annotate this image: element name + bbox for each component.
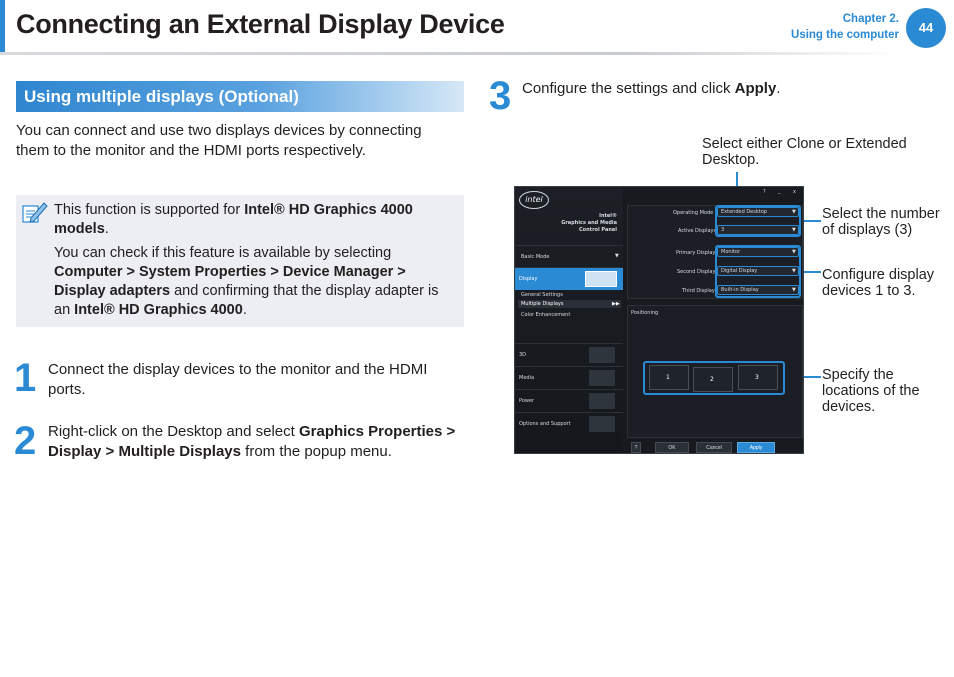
product-name: Intel® Graphics and Media Control Panel — [561, 213, 617, 233]
active-displays-value: 3 — [721, 227, 725, 233]
nav-media-label: Media — [519, 375, 535, 381]
monitor-1[interactable]: 1 — [649, 365, 689, 390]
primary-display-value: Monitor — [721, 249, 741, 255]
nav-media[interactable]: Media — [515, 366, 623, 389]
close-button[interactable]: x — [793, 189, 796, 195]
second-display-label: Second Display — [677, 269, 716, 275]
callout-positioning: Specify the locations of the devices. — [822, 367, 920, 415]
page-title: Connecting an External Display Device — [16, 9, 505, 39]
second-display-value: Digital Display — [721, 268, 758, 274]
intro-paragraph: You can connect and use two displays dev… — [16, 122, 422, 159]
operating-mode-dropdown[interactable]: Extended Desktop ▼ — [717, 207, 799, 217]
primary-display-dropdown[interactable]: Monitor ▼ — [717, 247, 799, 257]
monitor-1-label: 1 — [666, 374, 670, 381]
chevron-down-icon: ▼ — [792, 287, 796, 293]
callout-line-2 — [797, 220, 821, 222]
note-text-1: This function is supported for Intel® HD… — [54, 202, 413, 237]
second-display-dropdown[interactable]: Digital Display ▼ — [717, 266, 799, 276]
nav-display-label: Display — [519, 276, 538, 282]
media-icon — [589, 370, 615, 386]
note-text-2: You can check if this feature is availab… — [54, 245, 439, 318]
help-button[interactable]: ? — [763, 189, 766, 195]
monitor-2[interactable]: 2 — [693, 367, 733, 392]
chevron-down-icon: ▼ — [792, 227, 796, 233]
step-1-number: 1 — [14, 356, 37, 400]
step-2-text: Right-click on the Desktop and select Gr… — [48, 423, 456, 460]
display-monitor-icon — [585, 271, 617, 287]
3d-icon — [589, 347, 615, 363]
chevron-down-icon: ▼ — [792, 249, 796, 255]
callout-active-displays: Select the number of displays (3) — [822, 206, 940, 238]
subnav-general-settings[interactable]: General Settings — [521, 292, 563, 298]
nav-options-support[interactable]: Options and Support — [515, 412, 623, 435]
nav-3d[interactable]: 3D — [515, 343, 623, 366]
operating-mode-value: Extended Desktop — [721, 209, 767, 215]
highlight-display-devices — [715, 245, 801, 298]
active-displays-dropdown[interactable]: 3▼ — [717, 225, 799, 235]
monitor-3-label: 3 — [755, 374, 759, 381]
nav-options-support-label: Options and Support — [519, 421, 571, 427]
chapter-label: Chapter 2. Using the computer — [791, 11, 899, 43]
basic-mode-label: Basic Mode — [521, 254, 550, 260]
primary-display-label: Primary Display — [676, 250, 716, 256]
step-2-number: 2 — [14, 419, 37, 463]
page-number-badge: 44 — [906, 8, 946, 48]
chevron-down-icon: ▼ — [615, 253, 619, 259]
step-1-text: Connect the display devices to the monit… — [48, 361, 428, 398]
chapter-name: Using the computer — [791, 29, 899, 41]
header-accent-bar — [0, 0, 5, 52]
chapter-number: Chapter 2. — [842, 13, 899, 25]
chevron-right-icon: ▶▶ — [612, 301, 620, 307]
highlight-mode-and-count — [715, 205, 801, 237]
operating-mode-label: Operating Mode — [673, 210, 714, 216]
active-displays-label: Active Displays — [678, 228, 717, 234]
apply-button[interactable]: Apply — [737, 442, 775, 453]
highlight-positioning — [643, 361, 785, 395]
cancel-button[interactable]: Cancel — [696, 442, 732, 453]
subnav-color-enhancement[interactable]: Color Enhancement — [521, 312, 571, 318]
nav-power-label: Power — [519, 398, 535, 404]
step-3-number: 3 — [489, 74, 512, 118]
nav-power[interactable]: Power — [515, 389, 623, 412]
control-panel-screenshot: ? _ x intel Intel® Graphics and Media Co… — [514, 186, 804, 454]
ok-button[interactable]: OK — [655, 442, 689, 453]
power-icon — [589, 393, 615, 409]
intel-logo: intel — [519, 191, 549, 209]
nav-display[interactable]: Display — [515, 267, 623, 290]
section-title: Using multiple displays (Optional) — [24, 87, 299, 106]
third-display-value: Built-in Display — [721, 287, 759, 293]
chevron-down-icon: ▼ — [792, 209, 796, 215]
note-box — [16, 195, 464, 327]
positioning-label: Positioning — [631, 310, 659, 316]
basic-mode-select[interactable]: Basic Mode ▼ — [515, 245, 623, 268]
minimize-button[interactable]: _ — [778, 188, 781, 194]
third-display-dropdown[interactable]: Built-in Display ▼ — [717, 285, 799, 295]
header-divider — [0, 52, 900, 55]
chevron-down-icon: ▼ — [792, 268, 796, 274]
nav-3d-label: 3D — [519, 352, 527, 358]
step-3-text: Configure the settings and click Apply. — [522, 80, 781, 97]
subnav-multiple-displays[interactable]: Multiple Displays — [521, 301, 564, 307]
callout-display-devices: Configure display devices 1 to 3. — [822, 267, 935, 299]
help-button[interactable]: ? — [631, 442, 641, 453]
callout-operating-mode: Select either Clone or Extended Desktop. — [702, 136, 907, 168]
monitor-3[interactable]: 3 — [738, 365, 778, 390]
section-title-bar — [16, 81, 464, 112]
note-pencil-icon — [22, 202, 48, 223]
subnav-multiple-displays-bg — [518, 300, 621, 308]
third-display-label: Third Display — [682, 288, 715, 294]
monitor-2-label: 2 — [710, 376, 714, 383]
options-icon — [589, 416, 615, 432]
callout-line-3 — [797, 271, 821, 273]
